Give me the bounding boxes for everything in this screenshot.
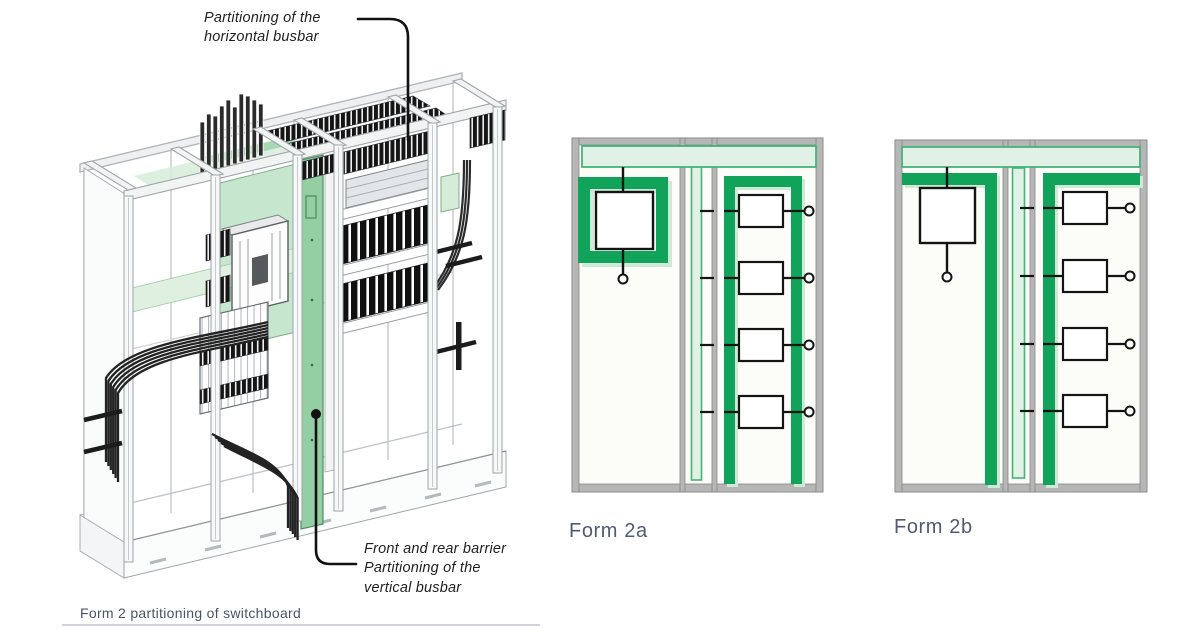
cable-bundles bbox=[104, 320, 299, 540]
outgoing-circle bbox=[941, 271, 953, 283]
unit-partition bbox=[902, 173, 997, 485]
device-square bbox=[594, 190, 655, 251]
outgoing-circle bbox=[617, 273, 629, 285]
incoming-unit bbox=[902, 167, 1000, 488]
cable-loop bbox=[431, 159, 472, 291]
callout-vertical-busbar bbox=[311, 409, 358, 566]
figure-caption: Form 2 partitioning of switchboard bbox=[80, 605, 302, 621]
annotation-horizontal-busbar: Partitioning of the horizontal busbar bbox=[204, 10, 321, 46]
outgoing-circle bbox=[803, 205, 815, 418]
device-square bbox=[1061, 190, 1109, 429]
vertical-busbar-strip bbox=[1011, 167, 1026, 479]
right-end-bay bbox=[431, 109, 506, 370]
caption-rule bbox=[62, 624, 540, 626]
horizontal-busbar-bar bbox=[581, 145, 817, 168]
unit-partition bbox=[1043, 173, 1140, 485]
annotation-vertical-busbar: Front and rear barrier Partitioning of t… bbox=[364, 541, 507, 596]
device-square bbox=[918, 186, 977, 245]
form-2a-schematic bbox=[571, 137, 824, 493]
outgoing-circle bbox=[1124, 202, 1136, 417]
vertical-busbar-strip bbox=[690, 165, 703, 481]
circuit-breaker-box bbox=[220, 214, 290, 316]
callout-horizontal-busbar bbox=[356, 17, 410, 142]
unit-partition bbox=[724, 176, 802, 484]
cabinet-left-side-face bbox=[83, 167, 129, 562]
distribution-block-stack bbox=[199, 301, 269, 415]
incoming-unit bbox=[578, 167, 672, 285]
form-2b-label: Form 2b bbox=[894, 516, 973, 538]
vertical-busbar-partition-panel bbox=[300, 153, 335, 530]
outgoing-units-panel bbox=[1020, 173, 1143, 488]
horizontal-busbar-bar bbox=[901, 146, 1141, 168]
cabinet-front-posts bbox=[123, 106, 503, 563]
busbar-and-mcb-bay bbox=[301, 130, 431, 335]
cable-clamps bbox=[83, 408, 123, 455]
outgoing-units-panel bbox=[700, 176, 815, 487]
form-2b-schematic bbox=[894, 139, 1148, 493]
device-square bbox=[737, 193, 785, 430]
form-2a-label: Form 2a bbox=[569, 520, 648, 542]
